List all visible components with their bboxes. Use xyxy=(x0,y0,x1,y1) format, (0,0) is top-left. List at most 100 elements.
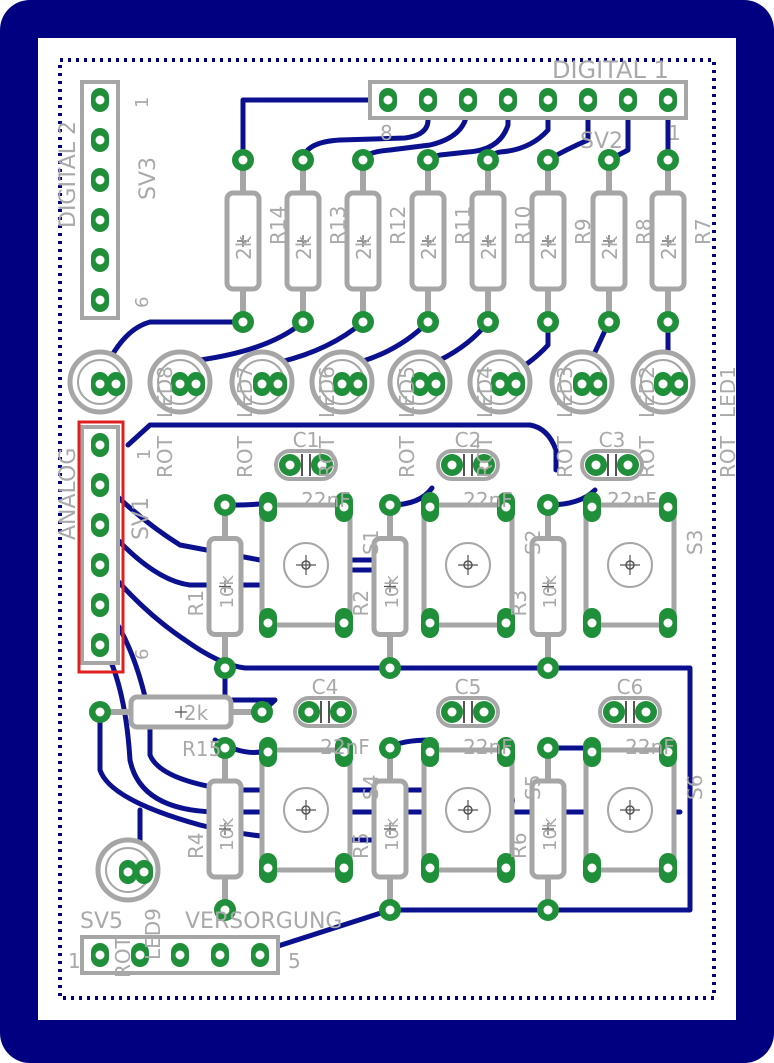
drill-hole xyxy=(511,379,521,389)
drill-hole xyxy=(425,618,435,628)
drill-hole xyxy=(674,379,684,389)
trace-an-s4 xyxy=(97,637,508,815)
resistor-ref: R2 xyxy=(349,590,373,617)
drill-hole xyxy=(479,707,489,717)
capacitor-ref: C2 xyxy=(455,428,482,452)
led-color: ROT xyxy=(315,435,339,478)
drill-hole xyxy=(339,747,349,757)
drill-hole xyxy=(591,460,601,470)
drill-hole xyxy=(587,863,597,873)
sv3-label: SV3 xyxy=(136,157,161,200)
origin-cross xyxy=(296,555,316,575)
drill-hole xyxy=(95,295,105,305)
drill-hole xyxy=(431,379,441,389)
capacitor-plates xyxy=(625,701,635,723)
drill-hole xyxy=(463,95,473,105)
analog-label: ANALOG xyxy=(56,448,81,540)
resistor-ref: R14 xyxy=(266,206,290,245)
drill-hole xyxy=(483,155,493,165)
origin-cross xyxy=(482,235,494,247)
drill-hole xyxy=(385,905,395,915)
drill-hole xyxy=(220,663,230,673)
resistor-ref: R10 xyxy=(511,206,535,245)
led-ref: LED5 xyxy=(395,366,419,418)
drill-hole xyxy=(353,379,363,389)
origin-cross xyxy=(219,580,231,593)
origin-cross xyxy=(662,235,674,247)
capacitor-value: 22nF xyxy=(320,735,370,759)
drill-hole xyxy=(447,460,457,470)
led-color: ROT xyxy=(473,435,497,478)
drill-hole xyxy=(503,95,513,105)
drill-hole xyxy=(543,317,553,327)
drill-hole xyxy=(238,317,248,327)
resistor-ref: R4 xyxy=(184,832,208,859)
origin-cross xyxy=(296,800,316,820)
drill-hole xyxy=(543,95,553,105)
led-color: ROT xyxy=(553,435,577,478)
drill-hole xyxy=(425,747,435,757)
drill-hole xyxy=(95,175,105,185)
drill-hole xyxy=(604,155,614,165)
sv5-pin-end: 5 xyxy=(288,949,301,973)
drill-hole xyxy=(220,905,230,915)
origin-cross xyxy=(237,235,249,247)
capacitor-ref: C5 xyxy=(455,675,482,699)
drill-hole xyxy=(95,640,105,650)
drill-hole xyxy=(385,500,395,510)
drill-hole xyxy=(543,155,553,165)
drill-hole xyxy=(304,707,314,717)
drill-hole xyxy=(191,379,201,389)
origin-cross xyxy=(458,800,478,820)
drill-hole xyxy=(220,743,230,753)
led-color: ROT xyxy=(635,435,659,478)
capacitor-plates xyxy=(301,454,311,476)
switch-ref: S1 xyxy=(359,530,383,555)
drill-hole xyxy=(623,95,633,105)
switch-ref: S2 xyxy=(521,530,545,555)
resistor-ref: R9 xyxy=(571,218,595,245)
origin-cross xyxy=(384,823,396,835)
header-sv2 xyxy=(368,80,688,120)
drill-hole xyxy=(543,905,553,915)
led-ref: LED4 xyxy=(473,366,497,418)
drill-hole xyxy=(358,317,368,327)
drill-hole xyxy=(95,215,105,225)
drill-hole xyxy=(641,707,651,717)
analog-header-highlight xyxy=(77,420,125,674)
drill-hole xyxy=(423,95,433,105)
resistor-value: 2k xyxy=(537,235,561,260)
drill-hole xyxy=(663,863,673,873)
origin-cross xyxy=(297,235,309,247)
capacitor-plates xyxy=(463,701,473,723)
drill-hole xyxy=(623,460,633,470)
origin-cross xyxy=(422,235,434,247)
capacitor-value: 22nF xyxy=(463,735,513,759)
resistor-value: 10k xyxy=(382,817,403,851)
drill-hole xyxy=(501,618,511,628)
trace-sv2-r14 xyxy=(240,97,391,163)
resistor-ref: R12 xyxy=(386,206,410,245)
r15-ref: R15 xyxy=(182,737,221,761)
drill-hole xyxy=(658,379,668,389)
r15-value: 2k xyxy=(184,701,209,725)
led9-ref: LED9 xyxy=(141,908,165,960)
led-color: ROT xyxy=(233,435,257,478)
resistor-value: 2k xyxy=(232,235,256,260)
resistor-ref: R5 xyxy=(349,832,373,859)
drill-hole xyxy=(220,500,230,510)
capacitor-ref: C1 xyxy=(293,428,320,452)
drill-hole xyxy=(135,950,145,960)
origin-cross xyxy=(620,555,640,575)
drill-hole xyxy=(257,379,267,389)
resistor-value: 10k xyxy=(540,817,561,851)
led-ref: LED3 xyxy=(553,366,577,418)
resistor-ref: R3 xyxy=(507,590,531,617)
switch-ref: S3 xyxy=(683,530,707,555)
drill-hole xyxy=(285,460,295,470)
drill-hole xyxy=(543,743,553,753)
drill-hole xyxy=(215,950,225,960)
drill-hole xyxy=(663,618,673,628)
header-sv1 xyxy=(80,425,120,665)
led-color: ROT xyxy=(153,435,177,478)
